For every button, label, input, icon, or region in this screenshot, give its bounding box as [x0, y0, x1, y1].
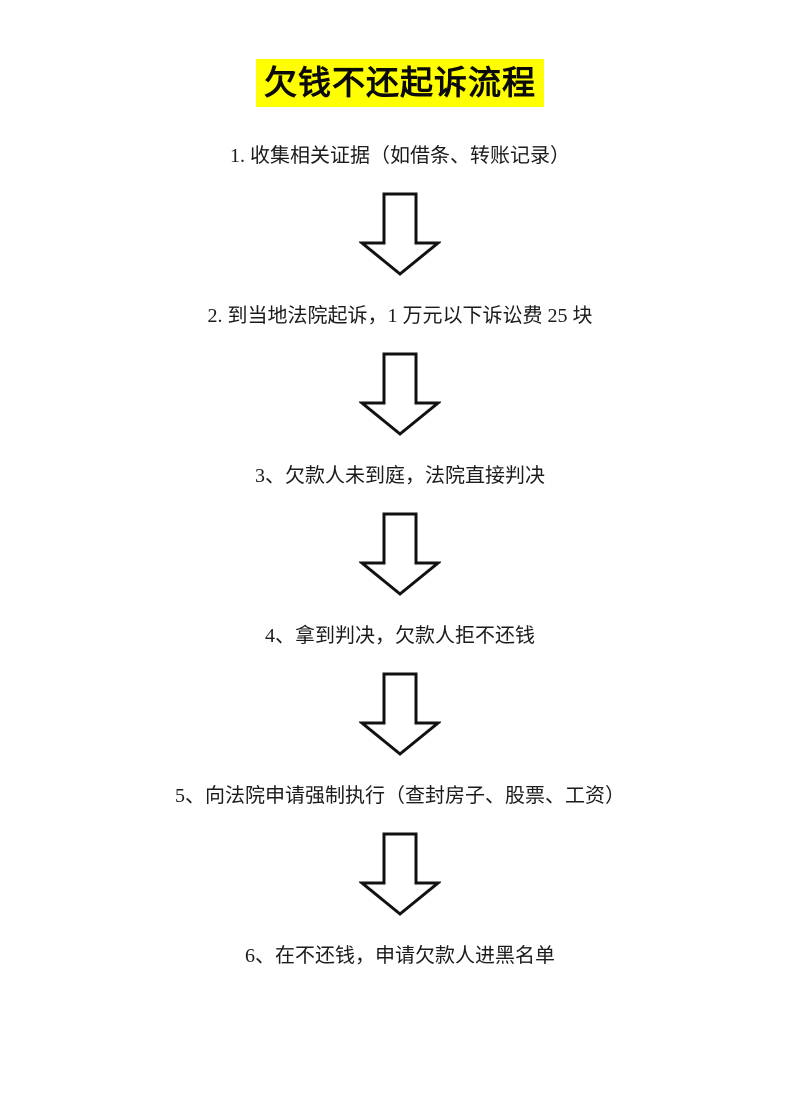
down-arrow-icon-3	[359, 511, 441, 597]
flow-step-3: 3、欠款人未到庭，法院直接判决	[255, 465, 545, 487]
down-arrow-icon-1	[359, 191, 441, 277]
down-arrow-icon-4	[359, 671, 441, 757]
page-title: 欠钱不还起诉流程	[256, 59, 544, 107]
down-arrow-icon-5	[359, 831, 441, 917]
down-arrow-icon-2	[359, 351, 441, 437]
flow-step-4: 4、拿到判决，欠款人拒不还钱	[265, 625, 535, 647]
title-row: 欠钱不还起诉流程	[0, 55, 800, 111]
flow-step-2: 2. 到当地法院起诉，1 万元以下诉讼费 25 块	[207, 305, 593, 327]
flow-step-6: 6、在不还钱，申请欠款人进黑名单	[245, 945, 555, 967]
flow-step-5: 5、向法院申请强制执行（查封房子、股票、工资）	[175, 785, 625, 807]
process-flow: 1. 收集相关证据（如借条、转账记录） 2. 到当地法院起诉，1 万元以下诉讼费…	[0, 111, 800, 971]
flow-step-1: 1. 收集相关证据（如借条、转账记录）	[230, 145, 570, 167]
